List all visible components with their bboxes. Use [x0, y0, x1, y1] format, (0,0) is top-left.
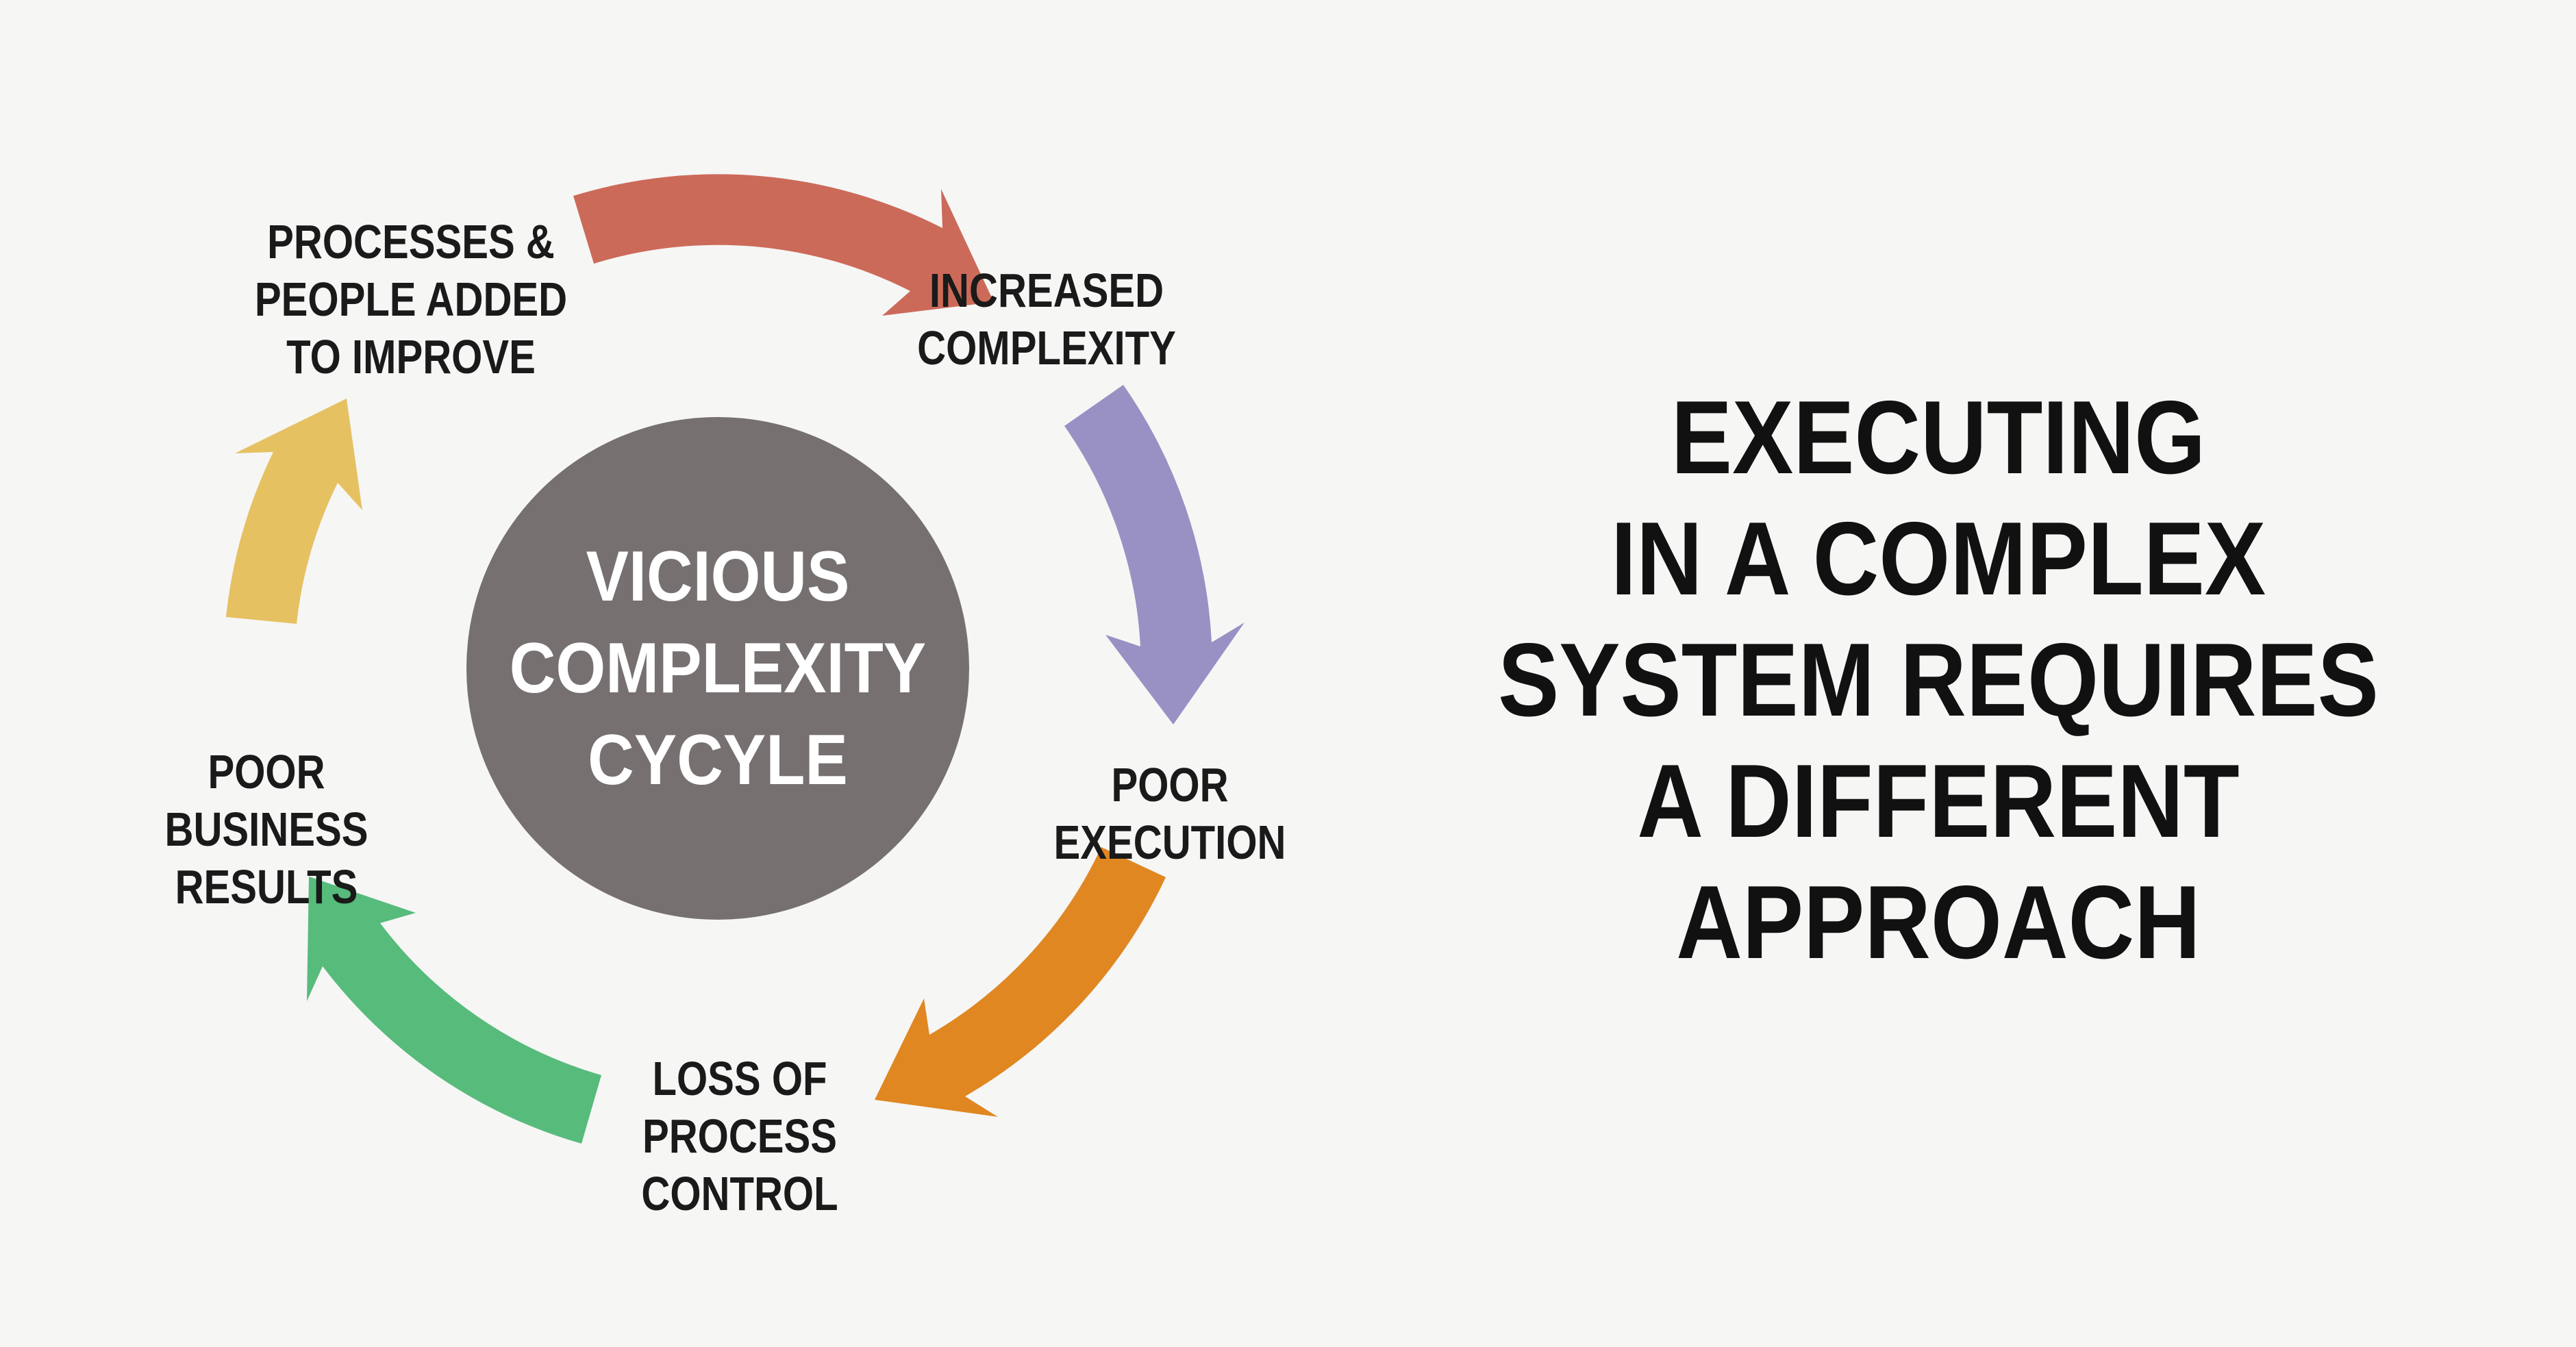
headline-line: A DIFFERENT	[1637, 743, 2240, 859]
label-line: PEOPLE ADDED	[254, 273, 568, 326]
label-line: BUSINESS	[164, 803, 368, 856]
vicious-cycle-diagram	[226, 174, 1245, 1144]
label-line: POOR	[1111, 758, 1229, 811]
cycle-arrow-orange-icon	[875, 847, 1166, 1117]
cycle-arrow-green-icon	[307, 877, 601, 1144]
label-poor-execution: POOR EXECUTION	[1028, 756, 1312, 871]
cycle-arrow-yellow-icon	[226, 399, 362, 624]
headline: EXECUTING IN A COMPLEX SYSTEM REQUIRES A…	[1486, 377, 2390, 983]
label-increased-complexity: INCREASED COMPLEXITY	[905, 262, 1189, 377]
center-circle	[466, 417, 969, 920]
headline-line: EXECUTING	[1671, 379, 2206, 496]
label-line: PROCESSES &	[267, 215, 555, 268]
label-line: PROCESS	[642, 1109, 838, 1163]
label-line: RESULTS	[175, 860, 358, 914]
label-processes-people-added: PROCESSES & PEOPLE ADDED TO IMPROVE	[252, 213, 571, 386]
label-line: COMPLEXITY	[917, 321, 1176, 375]
headline-line: SYSTEM REQUIRES	[1498, 622, 2379, 738]
label-line: EXECUTION	[1053, 816, 1286, 869]
label-loss-of-process-control: LOSS OF PROCESS CONTROL	[598, 1050, 882, 1222]
label-line: INCREASED	[929, 264, 1164, 317]
headline-line: IN A COMPLEX	[1610, 501, 2266, 617]
label-line: TO IMPROVE	[286, 330, 536, 383]
label-line: POOR	[208, 745, 325, 798]
label-poor-business-results: POOR BUSINESS RESULTS	[125, 743, 409, 916]
label-line: LOSS OF	[652, 1052, 827, 1105]
cycle-arrow-purple-icon	[1064, 385, 1245, 725]
label-line: CONTROL	[641, 1167, 838, 1220]
cycle-arrow-red-icon	[573, 174, 994, 316]
headline-line: APPROACH	[1676, 864, 2201, 981]
